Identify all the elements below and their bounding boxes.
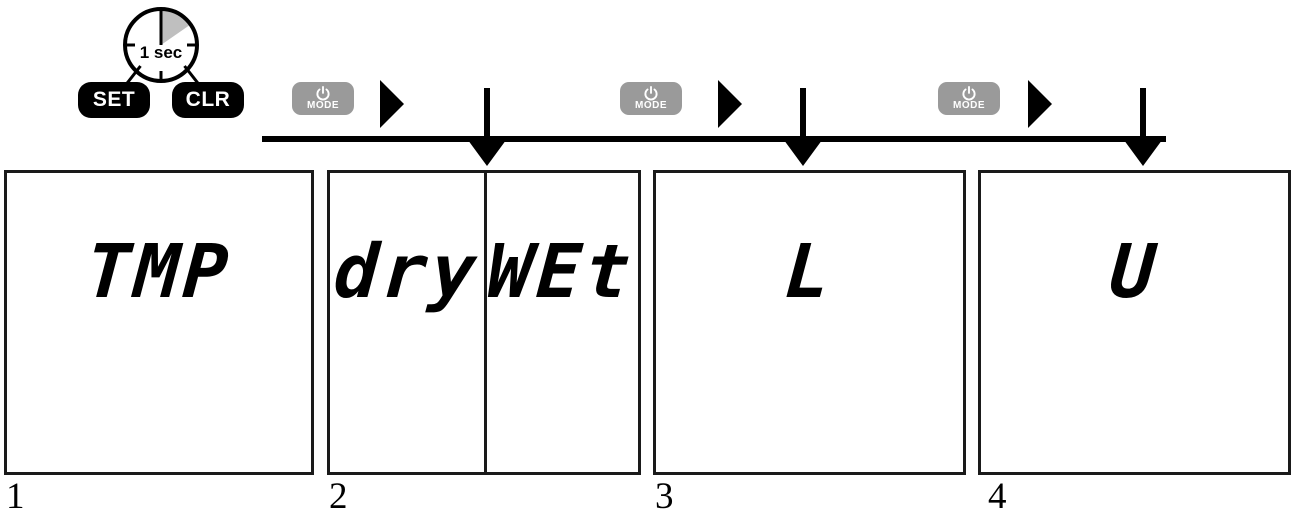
clr-button[interactable]: CLR <box>172 82 244 118</box>
marker-stem <box>484 88 490 146</box>
lcd-readout: L <box>782 229 837 315</box>
clock-icon <box>123 7 199 83</box>
down-arrow-icon <box>465 136 509 166</box>
hold-timer-group: 1 sec <box>118 2 204 88</box>
marker-stem <box>1140 88 1146 146</box>
play-arrow-icon-2 <box>718 80 742 128</box>
power-icon <box>644 86 658 101</box>
panel-number-1: 1 <box>6 476 25 517</box>
down-arrow-icon <box>1121 136 1165 166</box>
power-icon <box>962 86 976 101</box>
panel-number-2: 2 <box>329 476 348 517</box>
panel-number-4: 4 <box>988 476 1007 517</box>
power-icon <box>316 86 330 101</box>
panel-divider <box>484 173 487 472</box>
lcd-panel-2: dry WEt <box>327 170 641 475</box>
mode-button-1[interactable]: MODE <box>292 82 354 115</box>
mode-button-2[interactable]: MODE <box>620 82 682 115</box>
lcd-panel-1: TMP <box>4 170 314 475</box>
lcd-readout-left: dry <box>331 229 483 315</box>
panel-number-3: 3 <box>655 476 674 517</box>
lcd-readout-right: WEt <box>485 229 637 315</box>
lcd-readout: U <box>1107 229 1162 315</box>
mode-button-3[interactable]: MODE <box>938 82 1000 115</box>
sequence-timeline <box>262 136 1166 142</box>
down-arrow-icon <box>781 136 825 166</box>
mode-button-label: MODE <box>953 100 985 111</box>
set-button[interactable]: SET <box>78 82 150 118</box>
marker-stem <box>800 88 806 146</box>
lcd-readout: TMP <box>83 229 235 315</box>
mode-button-label: MODE <box>635 100 667 111</box>
play-arrow-icon-3 <box>1028 80 1052 128</box>
lcd-panel-4: U <box>978 170 1291 475</box>
lcd-panel-3: L <box>653 170 966 475</box>
play-arrow-icon-1 <box>380 80 404 128</box>
timer-duration-label: 1 sec <box>139 43 183 62</box>
mode-button-label: MODE <box>307 100 339 111</box>
